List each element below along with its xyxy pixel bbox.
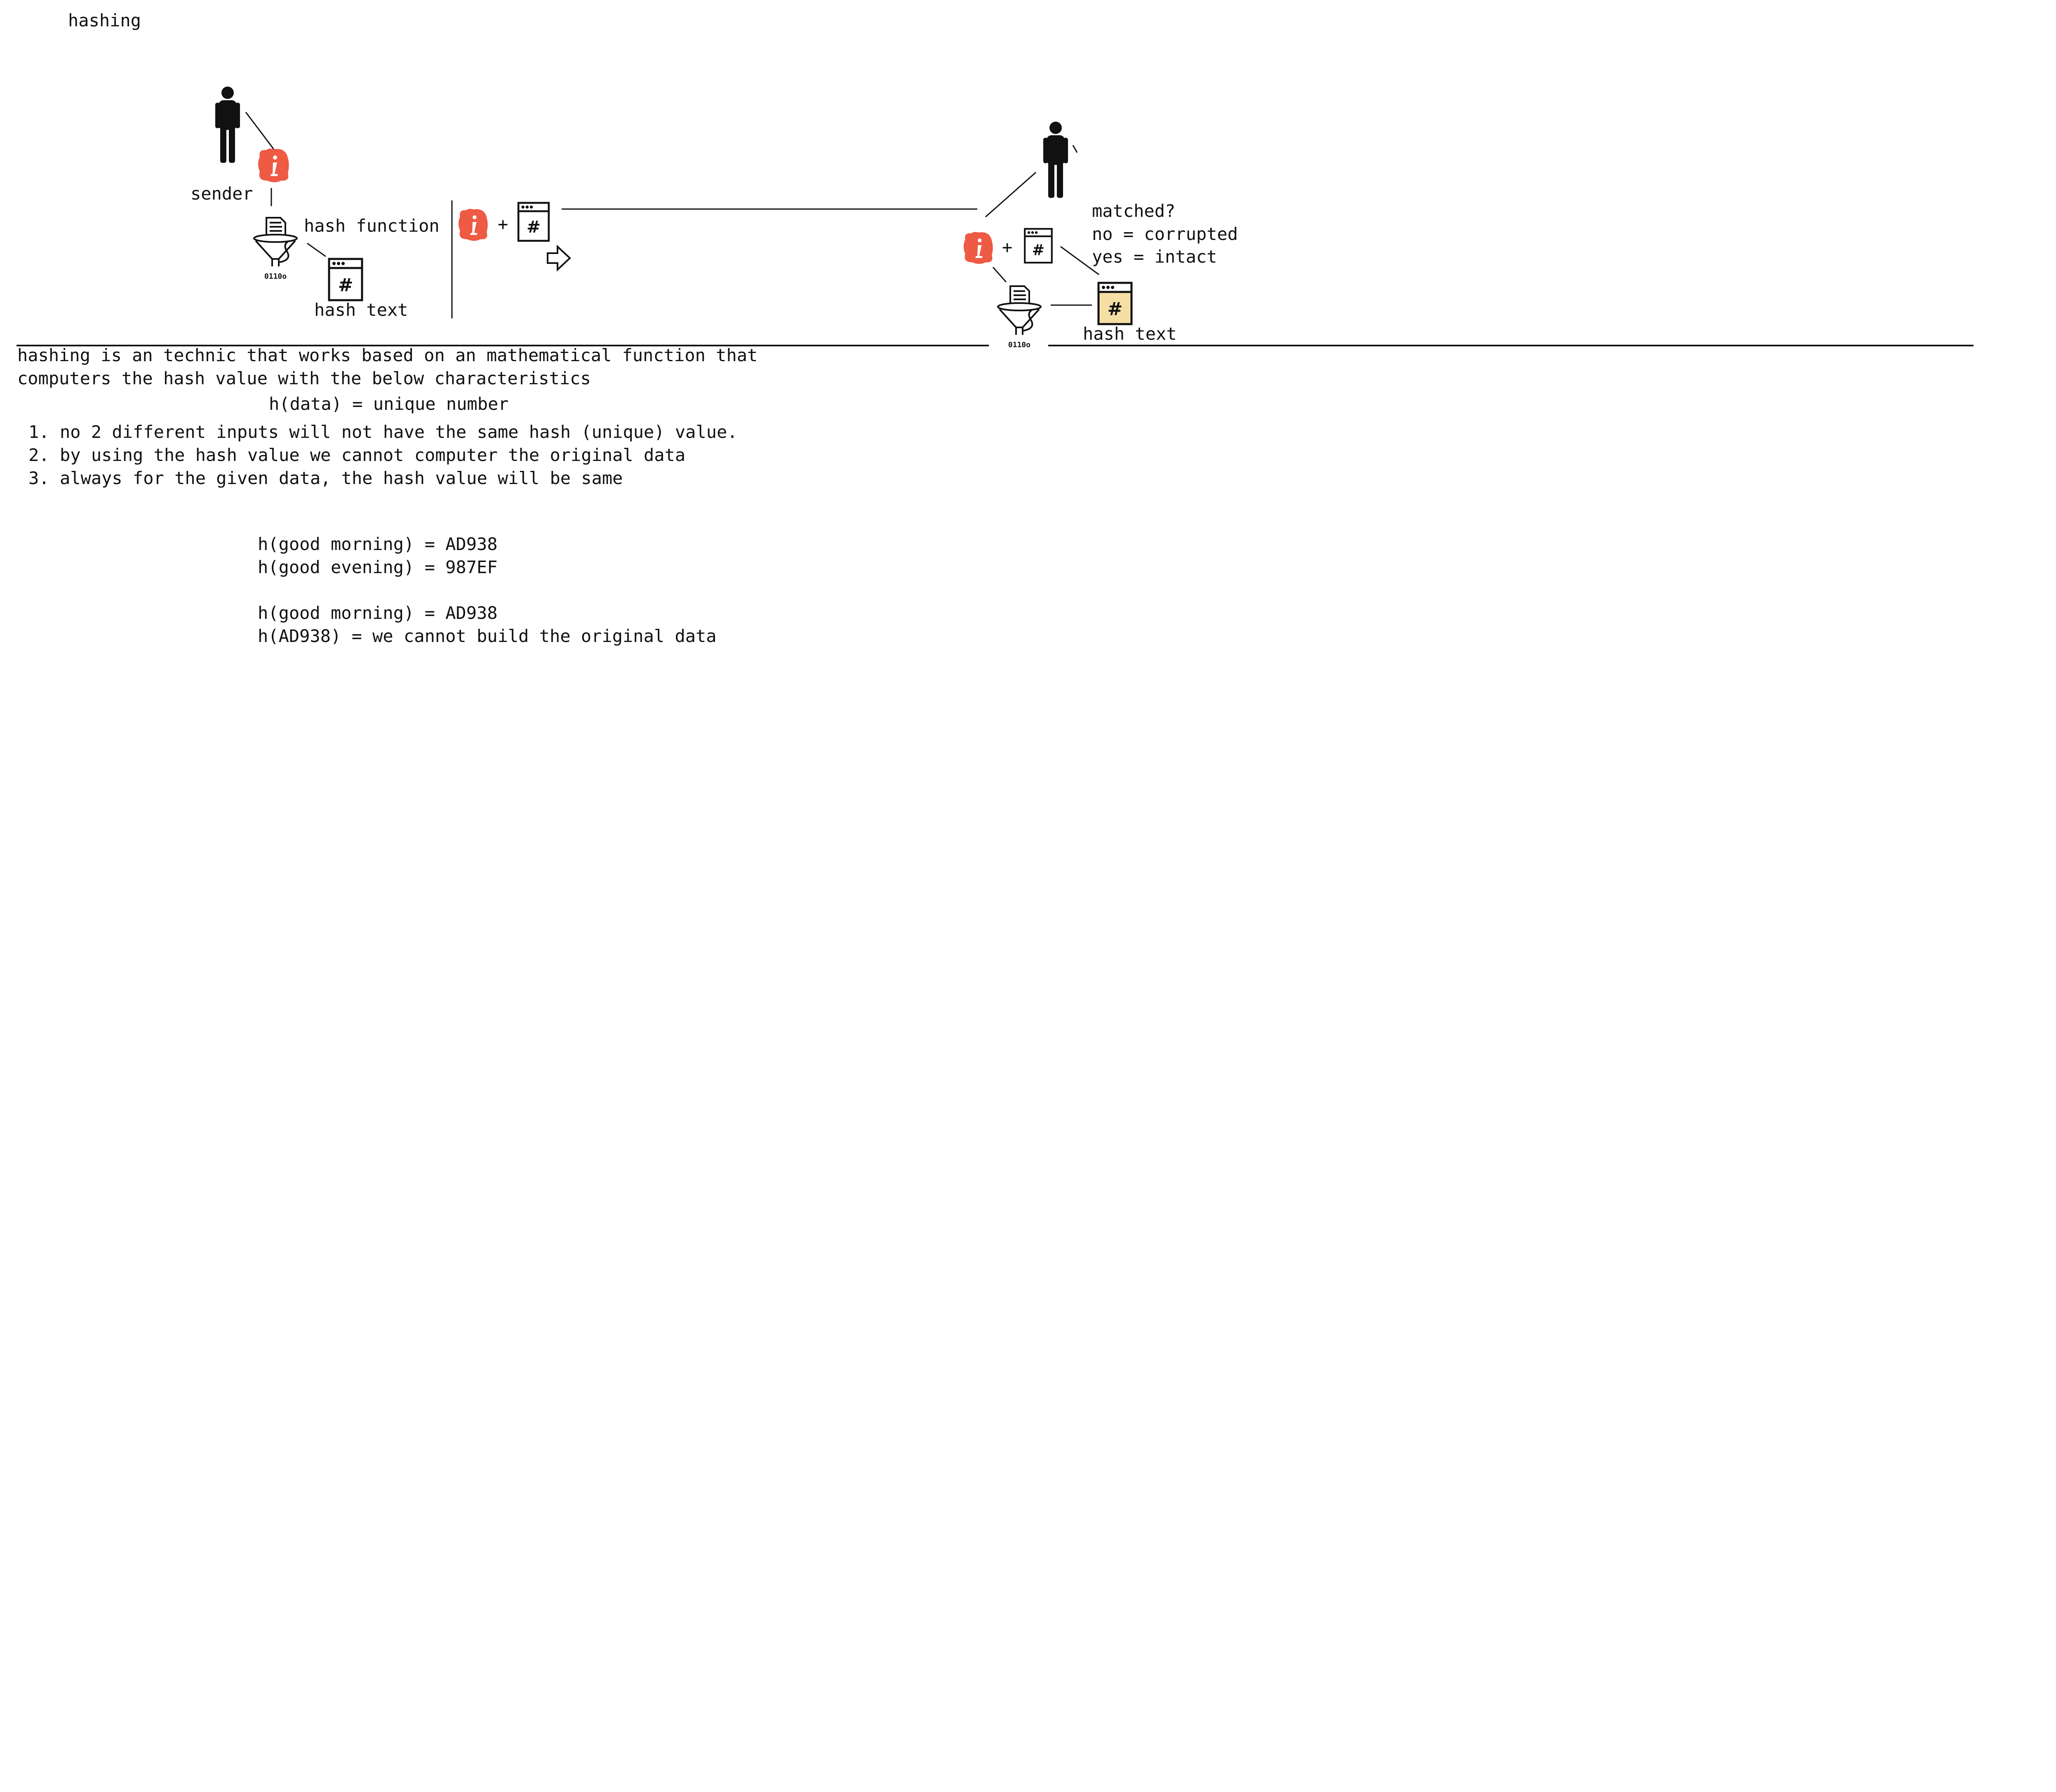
- hash-function-icon: [997, 285, 1042, 350]
- receiver-person-icon: [1043, 122, 1068, 198]
- description-line: computers the hash value with the below …: [17, 368, 591, 388]
- hash-text-label: hash text: [314, 300, 408, 320]
- matched-yes: yes = intact: [1092, 247, 1217, 267]
- sender-person-icon: [215, 87, 240, 163]
- arrow-right-icon: [547, 245, 571, 272]
- list-item: always for the given data, the hash valu…: [60, 467, 738, 490]
- matched-question: matched?: [1092, 201, 1176, 221]
- example-line: h(good morning) = AD938: [258, 534, 498, 554]
- hash-document-icon: [518, 203, 549, 241]
- matched-no: no = corrupted: [1092, 224, 1238, 244]
- info-icon: [963, 232, 993, 264]
- characteristics-list: no 2 different inputs will not have the …: [16, 421, 738, 490]
- hash-text-label: hash text: [1083, 324, 1177, 344]
- hash-function-icon: [253, 217, 298, 282]
- hash-formula: h(data) = unique number: [269, 394, 509, 414]
- hashing-diagram: # # 0110o: [16, 87, 1974, 350]
- info-icon: [258, 148, 289, 182]
- example-line: h(AD938) = we cannot build the original …: [258, 626, 717, 646]
- sender-label: sender: [191, 183, 253, 204]
- info-icon: [458, 209, 488, 241]
- plus-sign: +: [498, 214, 508, 234]
- example-line: h(good evening) = 987EF: [258, 557, 498, 577]
- hash-document-icon: [1025, 229, 1052, 263]
- hash-document-icon: [329, 259, 362, 300]
- page-title: hashing: [68, 10, 141, 31]
- list-item: no 2 different inputs will not have the …: [60, 421, 738, 444]
- example-line: h(good morning) = AD938: [258, 603, 498, 623]
- hash-function-label: hash function: [304, 216, 440, 236]
- hash-document-icon: [1099, 283, 1132, 324]
- list-item: by using the hash value we cannot comput…: [60, 444, 738, 467]
- description-line: hashing is an technic that works based o…: [17, 345, 758, 365]
- plus-sign: +: [1002, 237, 1013, 257]
